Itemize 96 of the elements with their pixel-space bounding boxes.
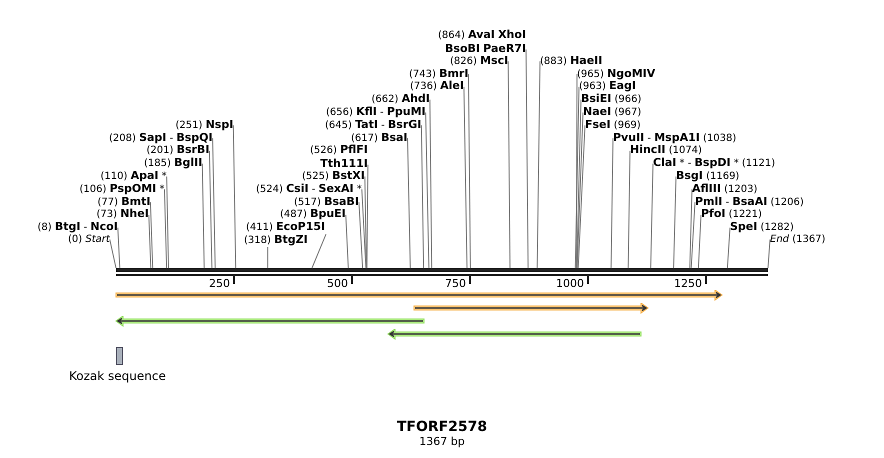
cut-site-label: (883) HaeII [540,54,602,68]
leader-line [166,176,169,268]
leader-line [628,150,630,268]
leader-line [576,99,582,268]
leader-line [690,202,696,268]
leader-line [364,176,367,268]
cut-site-label: (110) ApaI* [100,169,167,183]
cut-site-label: (656) KflI - PpuMI [326,105,426,119]
leader-line [202,163,205,268]
scale-label: 1000 [556,277,584,290]
leader-line [526,49,529,268]
cut-site-label: BsoBI [445,42,480,56]
leader-line [768,239,770,268]
cut-site-label: (826) MscI [450,54,508,68]
cut-site-label: (743) BmrI [409,66,468,80]
cut-site-label: HincII (1074) [630,143,702,158]
leader-line [420,124,424,268]
leader-line [673,176,676,268]
leader-line [345,214,349,268]
feature-bar [115,290,723,302]
cut-site-label: (251) NspI [176,118,234,132]
cut-site-label: PvuII - MspA1I (1038) [613,130,736,144]
cut-site-label: End (1367) [770,233,826,246]
leader-line [698,214,702,268]
leader-line [610,138,614,268]
cut-site-label: PmlI - BsaAI (1206) [695,194,804,208]
leader-line [312,234,326,268]
leader-line [361,188,366,268]
leader-line [425,112,430,268]
cut-site-label: Tth111I [320,157,368,171]
cut-site-label: (185) BglII [144,156,202,170]
leader-line [232,124,236,268]
map-caption: 1367 bp [419,435,465,448]
cut-site-label: (517) BsaBI [294,194,359,209]
cut-site-label: (662) AhdI [372,92,430,106]
cut-site-label: (524) CsiI - SexAI* [256,182,362,196]
leader-line [164,188,168,268]
leader-line [117,227,120,268]
cut-site-label: (736) AleI [410,79,464,94]
cut-site-label: BsiEI (966) [581,92,642,106]
scale-label: 750 [445,277,466,290]
cut-site-label: FseI (969) [585,118,641,132]
leader-line [150,202,154,268]
cut-site-label: (411) EcoP15I [246,220,326,234]
cut-site-label: (645) TatI - BsrGI [325,118,422,132]
map-title: TFORF2578 [396,419,488,435]
cut-site-label: BsgI (1169) [676,169,740,183]
leader-line [429,99,432,268]
leader-line [574,86,580,268]
cut-site-label: (965) NgoMIV [577,66,656,81]
cut-site-label: (318) BtgZI [244,233,308,247]
leader-line [267,246,268,268]
leader-line [468,74,471,268]
leader-line [463,86,468,268]
cut-site-label: (864) AvaI [438,28,495,42]
scale-label: 1250 [674,277,702,290]
leader-line [148,214,152,268]
cut-site-label: (0) Start [68,233,110,246]
cut-site-label: (617) BsaI [351,130,408,144]
cut-site-label: (525) BstXI [302,169,365,183]
cut-site-label: ClaI* - BspDI* (1121) [653,156,776,170]
leader-line [508,60,510,268]
cut-site-label: PfoI (1221) [701,207,762,222]
scale-label: 500 [327,277,348,290]
leader-line [212,138,216,268]
leader-line [366,164,368,268]
cut-site-label: NaeI (967) [583,105,642,119]
cut-site-label: (201) BsrBI [146,143,210,158]
cut-site-label: (73) NheI [96,207,149,222]
leader-line [650,163,654,268]
cut-site-label: (8) BtgI - NcoI [38,220,118,234]
cut-site-label: (963) EagI [579,79,636,94]
leader-line [358,202,364,268]
leader-line [536,60,540,268]
cut-site-label: XhoI [498,28,526,42]
leader-line [208,150,212,268]
leader-line [407,138,411,268]
cut-site-label: (208) SapI - BspQI [109,130,213,145]
cut-site-label: SpeI (1282) [730,220,794,234]
scale-label: 250 [209,277,230,290]
cut-site-label: (106) PspOMI* [80,182,164,196]
leader-line [576,74,578,268]
cut-site-label: (526) PflFI [310,143,368,158]
leader-line [689,188,692,268]
cut-site-label: PaeR7I [483,42,526,56]
feature-bar [413,303,649,315]
cut-site-label: (77) BmtI [98,194,150,208]
leader-line [578,124,586,268]
feature-label: Kozak sequence [69,369,166,384]
leader-line [576,112,584,268]
cut-site-label: (487) BpuEI [280,207,346,222]
leader-line [726,227,730,268]
cut-site-label: AflIII (1203) [692,182,758,196]
leader-line [109,239,116,268]
feature-bar [387,329,642,341]
feature-bar [115,316,425,328]
